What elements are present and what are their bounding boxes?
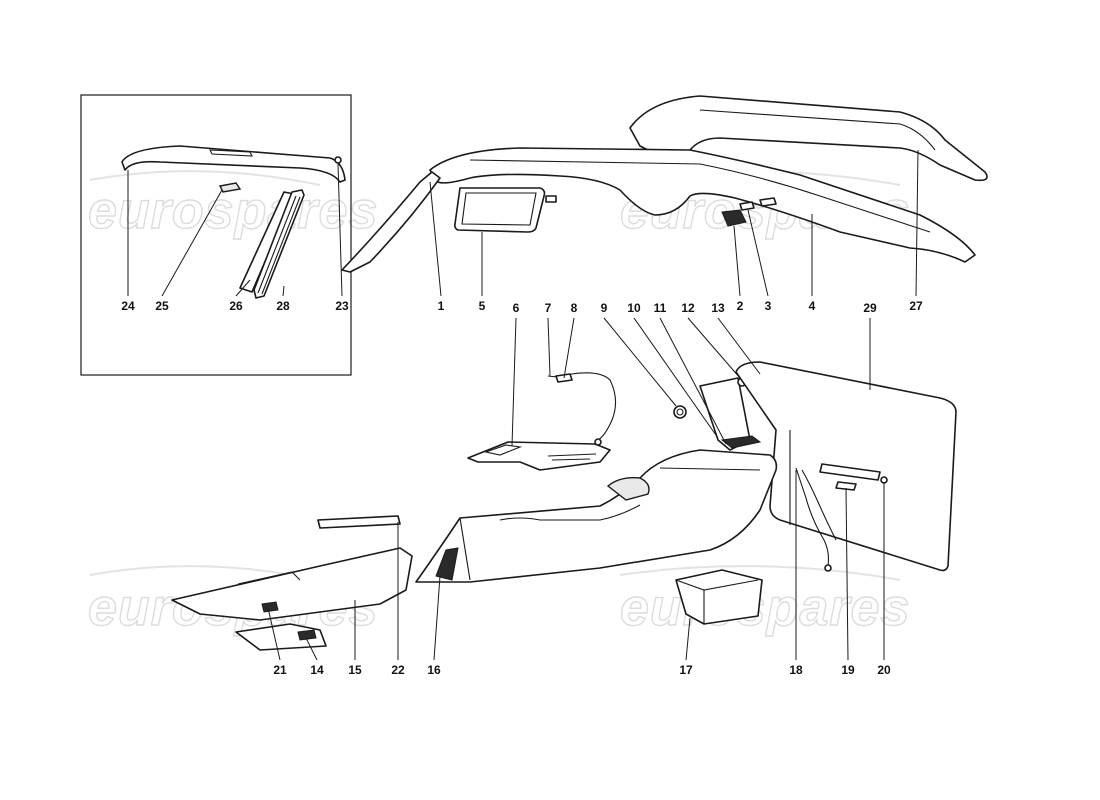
inset-roof-trim <box>121 145 346 183</box>
center-console <box>415 449 778 583</box>
callout-7: 7 <box>545 301 552 315</box>
callout-4: 4 <box>809 299 816 313</box>
callout-labels: 24 25 26 28 23 1 5 2 3 4 27 6 7 8 9 10 1… <box>121 299 923 677</box>
callout-19: 19 <box>841 663 855 677</box>
callout-18: 18 <box>789 663 803 677</box>
watermark-top-left: eurospares <box>88 182 378 240</box>
callout-1: 1 <box>438 299 445 313</box>
callout-9: 9 <box>601 301 608 315</box>
floor-plate <box>467 441 611 471</box>
lamp-cable <box>547 372 617 446</box>
callout-24: 24 <box>121 299 135 313</box>
callout-14: 14 <box>310 663 324 677</box>
sun-visor <box>454 187 557 233</box>
callout-12: 12 <box>681 301 695 315</box>
callout-23: 23 <box>335 299 349 313</box>
grab-handle <box>721 197 777 227</box>
callout-17: 17 <box>679 663 693 677</box>
a-pillar-trim <box>341 171 441 273</box>
inset-frame <box>80 94 352 376</box>
inset-pillar-strips <box>239 189 305 299</box>
leader-lines <box>127 149 919 661</box>
left-floor-panel <box>171 515 413 651</box>
callout-13: 13 <box>711 301 725 315</box>
callout-25: 25 <box>155 299 169 313</box>
watermark-bottom-right: eurospares <box>620 579 910 637</box>
rear-side-panel <box>735 361 957 572</box>
callout-16: 16 <box>427 663 441 677</box>
grommet <box>673 405 687 419</box>
storage-box <box>675 569 763 625</box>
callout-10: 10 <box>627 301 641 315</box>
callout-5: 5 <box>479 299 486 313</box>
callout-11: 11 <box>654 301 667 315</box>
callout-27: 27 <box>909 299 923 313</box>
callout-20: 20 <box>877 663 891 677</box>
callout-6: 6 <box>513 301 520 315</box>
callout-2: 2 <box>737 299 744 313</box>
callout-29: 29 <box>863 301 877 315</box>
callout-26: 26 <box>229 299 243 313</box>
console-lid <box>699 377 762 451</box>
wiring-harness <box>795 463 888 572</box>
callout-15: 15 <box>348 663 362 677</box>
callout-28: 28 <box>276 299 290 313</box>
roof-header-panel <box>429 147 976 263</box>
callout-8: 8 <box>571 301 578 315</box>
callout-3: 3 <box>765 299 772 313</box>
callout-21: 21 <box>273 663 287 677</box>
callout-22: 22 <box>391 663 405 677</box>
